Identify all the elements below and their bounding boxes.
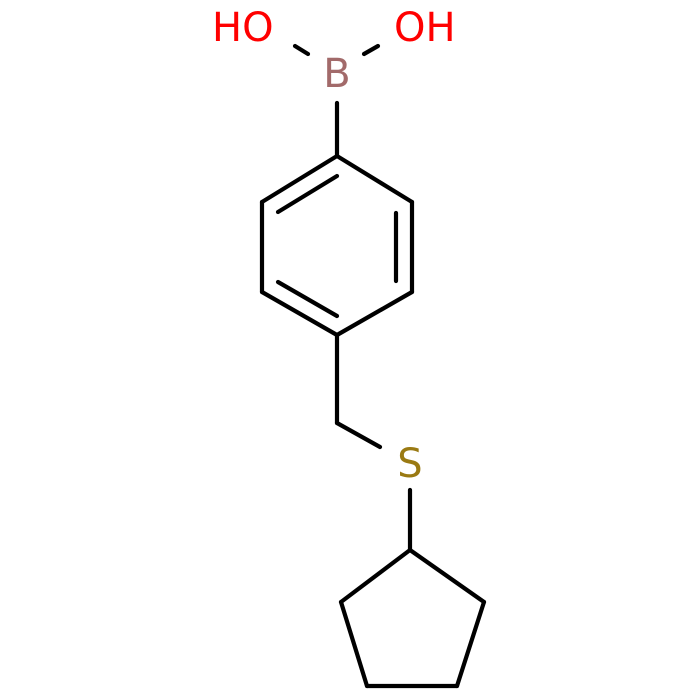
atom-label-b: B	[323, 51, 350, 97]
ring-bond-3	[334, 289, 415, 338]
cyclopentane-bond-1	[407, 547, 487, 605]
cyclopentane-bond-2	[454, 599, 487, 689]
ring-bond-4	[259, 289, 340, 338]
cyclopentane-bond-5	[338, 547, 413, 605]
atom-label-ho: HO	[212, 5, 274, 51]
atom-label-s: S	[397, 441, 422, 487]
ring-double-bond-1	[275, 173, 340, 215]
ring-bond-6	[259, 153, 340, 205]
cyclopentane-bond-4	[338, 599, 370, 689]
ring-bond-1	[334, 153, 415, 205]
bond-b-o-left	[292, 43, 311, 57]
bond-ch2-s	[334, 420, 383, 450]
ring-double-bond-3	[275, 279, 340, 319]
atom-label-oh: OH	[394, 5, 456, 51]
bond-b-o-right	[361, 43, 381, 57]
